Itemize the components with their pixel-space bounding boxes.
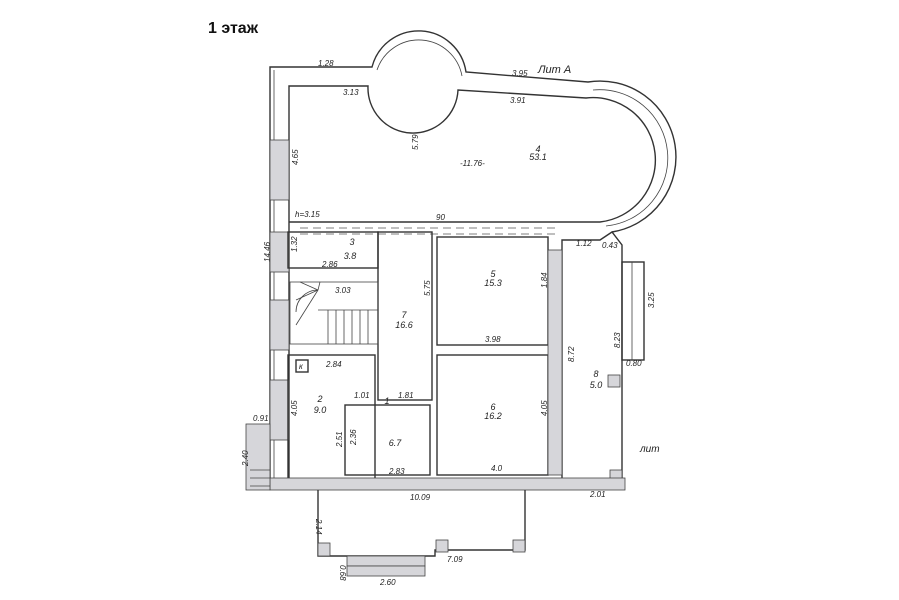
room-2-number: 2 bbox=[316, 394, 322, 404]
room-3-number: 3 bbox=[349, 237, 354, 247]
dim: 1.01 bbox=[354, 391, 370, 400]
room-1-number: 1 bbox=[384, 396, 389, 406]
room-3-area: 3.8 bbox=[344, 251, 357, 261]
porch bbox=[245, 261, 645, 577]
dim: 2.51 bbox=[335, 431, 344, 448]
dim: 5.75 bbox=[423, 280, 432, 296]
room-7-area: 16.6 bbox=[395, 320, 413, 330]
dim: 8.72 bbox=[567, 346, 576, 362]
outer-walls bbox=[269, 30, 677, 490]
room-6-number: 6 bbox=[490, 402, 495, 412]
dim: 1.84 bbox=[540, 272, 549, 288]
room-6-area: 16.2 bbox=[484, 411, 502, 421]
dim: 3.03 bbox=[335, 286, 351, 295]
dim: 2.14 bbox=[314, 518, 323, 535]
dim: 3.95 bbox=[512, 69, 528, 78]
dim: 1.81 bbox=[398, 391, 414, 400]
dim: 4.05 bbox=[540, 400, 549, 416]
dim: 0.68 bbox=[338, 565, 347, 581]
dim: 1.28 bbox=[318, 59, 334, 68]
dim: 0.91 bbox=[253, 414, 269, 423]
dim: -11.76- bbox=[460, 159, 485, 168]
room-2-area: 9.0 bbox=[314, 405, 327, 415]
dim: 0.80 bbox=[626, 359, 642, 368]
lit-label-2: лит bbox=[639, 444, 660, 455]
balcony bbox=[621, 261, 645, 361]
dim: 8.23 bbox=[613, 332, 622, 348]
room-4-number: 4 bbox=[535, 144, 540, 154]
room-1-outline bbox=[344, 404, 431, 476]
dim: 1.12 bbox=[576, 239, 592, 248]
dim: 2.36 bbox=[349, 429, 358, 446]
dim: 90 bbox=[436, 213, 445, 222]
dim: h=3.15 bbox=[295, 210, 320, 219]
lit-label: Лит А bbox=[537, 64, 571, 76]
dim: 2.83 bbox=[388, 467, 405, 476]
dim: 4.0 bbox=[491, 464, 503, 473]
dim: 3.98 bbox=[485, 335, 501, 344]
room-1-area: 6.7 bbox=[389, 438, 403, 448]
dim: 4.65 bbox=[291, 149, 300, 165]
dim: 3.25 bbox=[647, 292, 656, 308]
boiler-label: к bbox=[299, 362, 304, 371]
dim: 7.09 bbox=[447, 555, 463, 564]
room-4-area: 53.1 bbox=[529, 152, 547, 162]
room-2-outline bbox=[287, 354, 376, 481]
room-5-outline bbox=[436, 236, 549, 346]
dim: 4.05 bbox=[290, 400, 299, 416]
room-5-number: 5 bbox=[490, 269, 496, 279]
room-8-number: 8 bbox=[593, 369, 598, 379]
room-7-number: 7 bbox=[401, 310, 407, 320]
floor-title: 1 этаж bbox=[208, 20, 259, 37]
dim: 2.86 bbox=[321, 260, 338, 269]
dim: 10.09 bbox=[410, 493, 431, 502]
dim: 1.32 bbox=[290, 236, 299, 252]
dim: 3.91 bbox=[510, 96, 526, 105]
dim: 2.01 bbox=[589, 490, 606, 499]
dim: 2.40 bbox=[241, 450, 250, 467]
dim: 2.84 bbox=[325, 360, 342, 369]
dim: 14.46 bbox=[263, 241, 272, 262]
room-5-area: 15.3 bbox=[484, 278, 502, 288]
staircase bbox=[289, 281, 379, 345]
room-8-area: 5.0 bbox=[590, 380, 603, 390]
dim: 5.79 bbox=[411, 134, 420, 150]
dimension-labels: 1.28 3.13 3.95 3.91 4.65 5.79 -11.76- h=… bbox=[241, 59, 656, 587]
dim: 3.13 bbox=[343, 88, 359, 97]
dim: 0.43 bbox=[602, 241, 618, 250]
boiler-box bbox=[295, 359, 309, 373]
dim: 2.60 bbox=[379, 578, 396, 587]
